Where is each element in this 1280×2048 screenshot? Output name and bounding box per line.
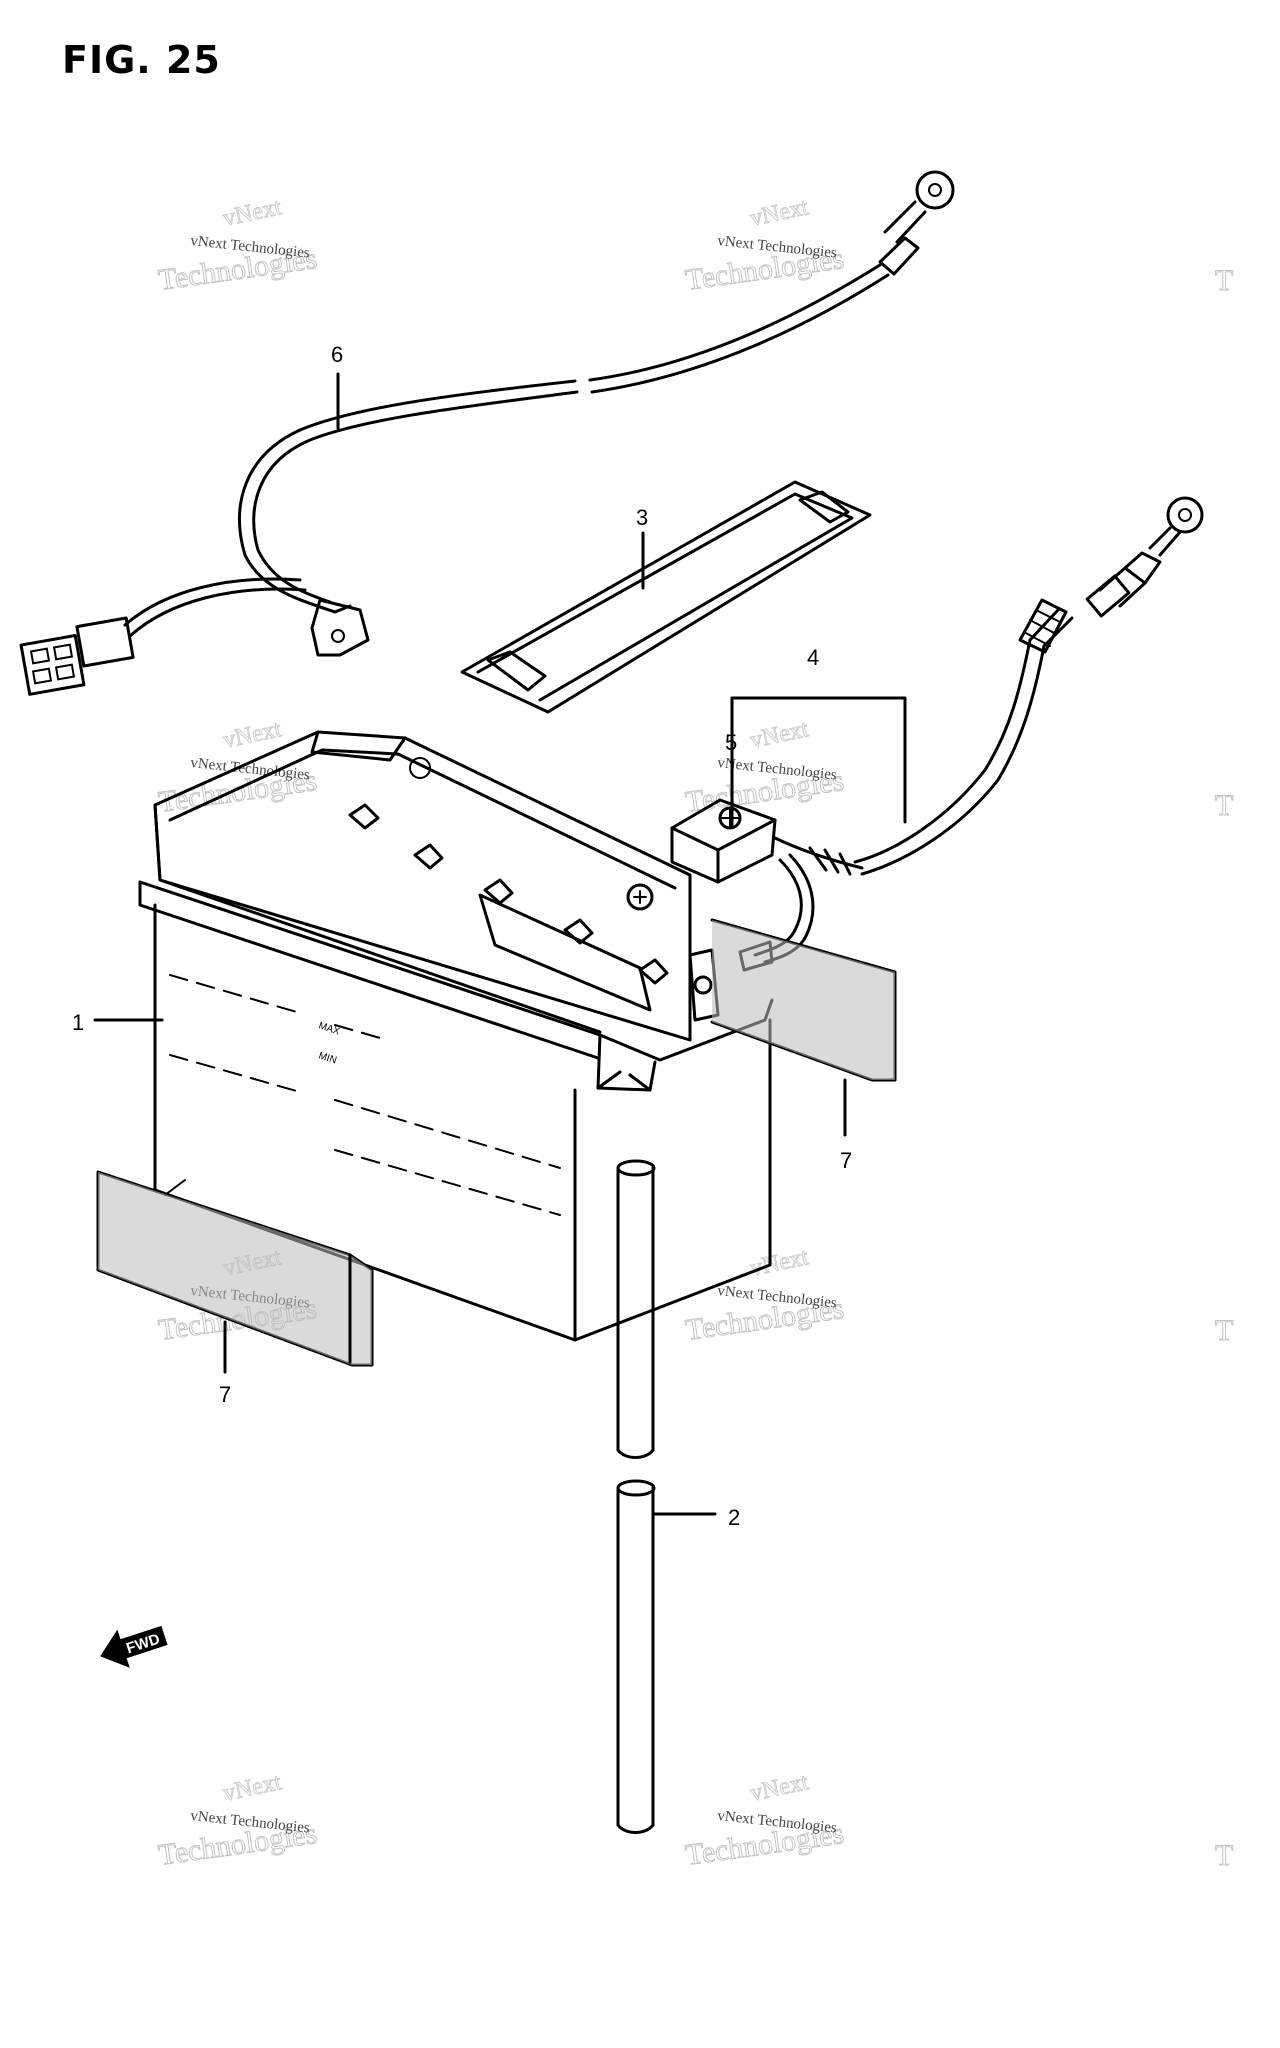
svg-text:vNext: vNext <box>748 1769 811 1807</box>
callout-7-rear: 7 <box>840 1148 852 1173</box>
part-7-cushion-pad-front <box>96 1170 374 1367</box>
svg-text:vNext: vNext <box>221 194 284 232</box>
svg-text:vNext: vNext <box>221 1769 284 1807</box>
watermark-tile: vNext Technologies vNext Technologies <box>683 716 847 820</box>
part-6-lead-wire <box>19 170 955 696</box>
callout-6: 6 <box>331 342 343 367</box>
fwd-label: FWD <box>124 1631 162 1658</box>
watermark-edge-letter: T <box>1215 1314 1233 1347</box>
watermark-tile: vNext Technologies vNext Technologies <box>683 1244 847 1348</box>
watermark-tile: vNext Technologies vNext Technologies <box>156 194 320 298</box>
part-3-battery-band <box>460 480 872 714</box>
figure-title: FIG. 25 <box>62 38 221 82</box>
callout-3: 3 <box>636 505 648 530</box>
watermark-edge-letter: T <box>1215 264 1233 297</box>
watermark-edge-letter: T <box>1215 789 1233 822</box>
part-7-cushion-pad-rear <box>710 918 897 1082</box>
watermark-edge-letter: T <box>1215 1839 1233 1872</box>
level-min-label: MIN <box>317 1050 338 1066</box>
svg-text:vNext: vNext <box>748 194 811 232</box>
leader-lines <box>93 372 907 1516</box>
svg-text:vNext: vNext <box>748 716 811 754</box>
callout-5: 5 <box>725 730 737 755</box>
part-4-battery-cable <box>773 496 1204 876</box>
watermark-tile: vNext Technologies vNext Technologies <box>683 194 847 298</box>
watermark-tile: vNext Technologies vNext Technologies <box>156 1769 320 1873</box>
fwd-direction-arrow: FWD <box>100 1625 168 1668</box>
callout-2: 2 <box>728 1505 740 1530</box>
watermark-tile: vNext Technologies vNext Technologies <box>683 1769 847 1873</box>
svg-text:vNext: vNext <box>748 1244 811 1282</box>
level-max-label: MAX <box>317 1020 341 1037</box>
callout-4: 4 <box>807 645 819 670</box>
part-2-breather-hose <box>616 1159 656 1834</box>
svg-text:vNext: vNext <box>221 716 284 754</box>
callout-1: 1 <box>72 1010 84 1035</box>
callout-7-front: 7 <box>219 1382 231 1407</box>
